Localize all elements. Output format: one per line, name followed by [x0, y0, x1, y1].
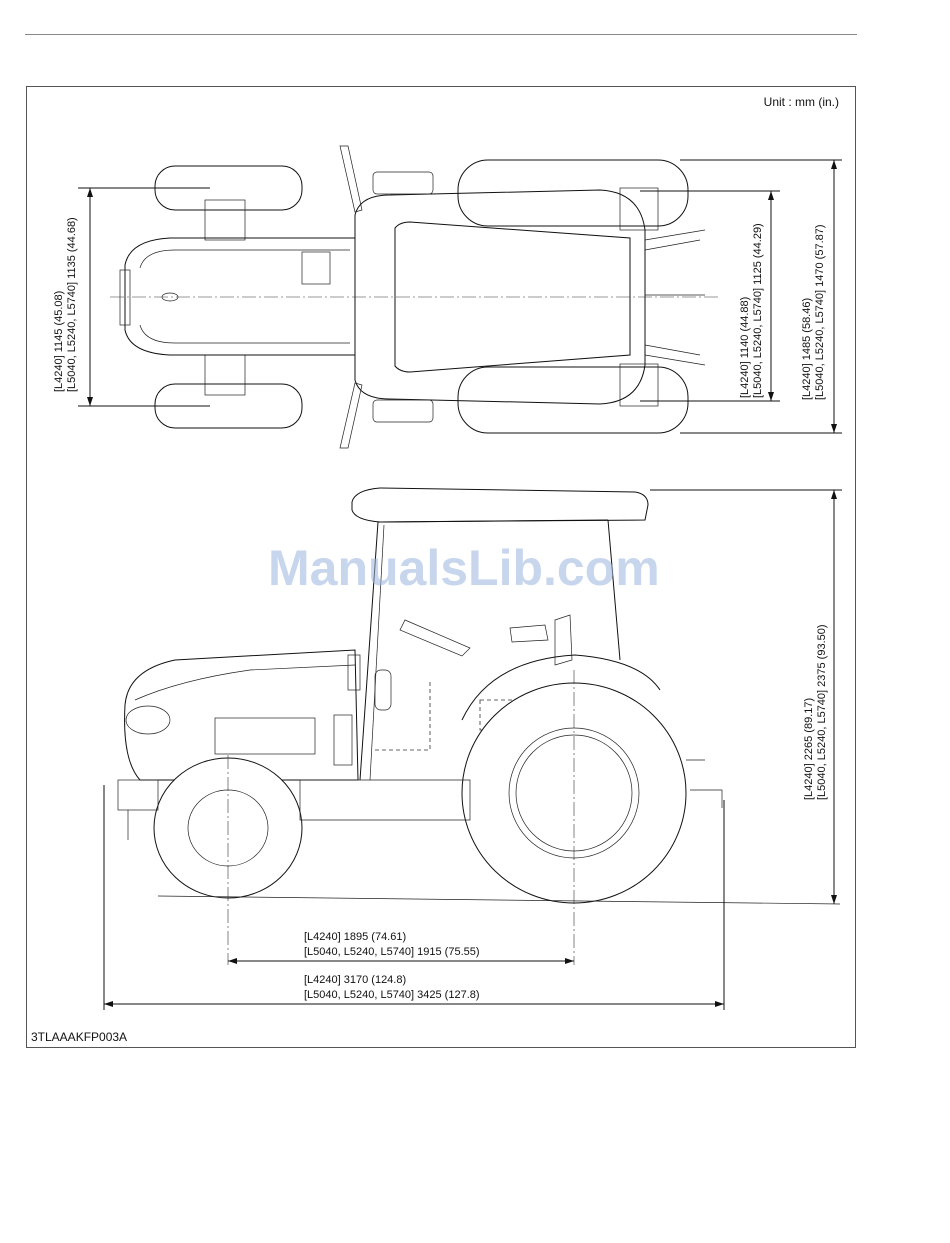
height-label-1: [L4240] 2265 (89.17)	[803, 698, 815, 800]
top-view: [L4240] 1145 (45.08) [L5040, L5240, L574…	[53, 145, 842, 449]
front-grille	[119, 269, 131, 326]
side-view: [L4240] 2265 (89.17) [L5040, L5240, L574…	[103, 487, 842, 1010]
header-rule	[25, 34, 857, 35]
height-label-2: [L5040, L5240, L5740] 2375 (93.50)	[816, 624, 828, 800]
front-tread-label-1: [L4240] 1145 (45.08)	[53, 291, 65, 392]
seat	[509, 614, 573, 666]
rear-fender	[461, 654, 661, 721]
side-grille	[214, 717, 316, 755]
wheelbase-label-1: [L4240] 1895 (74.61)	[304, 931, 406, 943]
right-mirror	[339, 382, 363, 449]
rear-hitch	[686, 759, 723, 808]
headlight	[125, 705, 171, 735]
length-label-1: [L4240] 3170 (124.8)	[304, 974, 406, 986]
ground-line	[157, 895, 841, 905]
cab-roof	[351, 487, 649, 523]
overall-width-label-2: [L5040, L5240, L5740] 1470 (57.87)	[814, 224, 826, 400]
cabin-roof	[354, 189, 646, 405]
right-step	[372, 399, 434, 423]
figure-frame: Unit : mm (in.) 3TLAAAKFP003A	[26, 86, 856, 1048]
roof-panel	[394, 221, 631, 373]
chassis	[299, 779, 471, 821]
rear-tread-label-1: [L4240] 1140 (44.88)	[739, 297, 751, 398]
left-step	[372, 171, 434, 195]
cab-frame	[359, 519, 621, 781]
rear-right-tire	[457, 366, 689, 434]
steering-wheel	[399, 619, 471, 657]
hood-side	[124, 649, 359, 781]
overall-width-label-1: [L4240] 1485 (58.46)	[801, 298, 813, 400]
front-tread-label-2: [L5040, L5240, L5740] 1135 (44.68)	[66, 217, 78, 392]
door-handle	[374, 669, 392, 711]
wheelbase-label-2: [L5040, L5240, L5740] 1915 (75.55)	[304, 946, 480, 958]
watermark: ManualsLib.com	[268, 540, 660, 596]
rear-tread-label-2: [L5040, L5240, L5740] 1125 (44.29)	[752, 223, 764, 398]
lower-links	[644, 229, 706, 366]
figure-code: 3TLAAAKFP003A	[31, 1030, 128, 1044]
unit-label: Unit : mm (in.)	[763, 95, 839, 109]
front-axle-left-hub	[204, 199, 246, 241]
left-mirror	[339, 145, 363, 213]
exhaust	[301, 251, 331, 285]
length-label-2: [L5040, L5240, L5740] 3425 (127.8)	[304, 989, 480, 1001]
